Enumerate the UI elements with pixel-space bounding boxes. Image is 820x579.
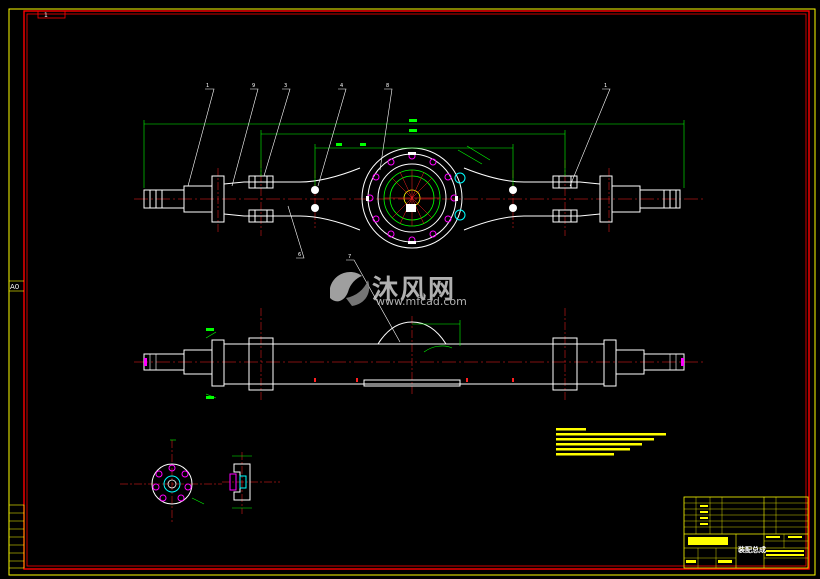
gear-spokes: [384, 170, 440, 226]
plan-dim-marks: [206, 328, 214, 399]
balloon-labels: 1 9 3 4 8 1 6 7: [206, 83, 607, 260]
plan-right-seat: [552, 337, 578, 391]
sheet-number: 1: [44, 12, 48, 19]
left-bolts: [311, 186, 319, 212]
plan-spindle-ticks: [149, 354, 677, 370]
hub-detail-view: [120, 439, 222, 524]
drawing-title: 装配总成: [737, 545, 766, 554]
balloon-5: 8: [386, 83, 389, 89]
title-block: 装配总成: [683, 496, 809, 569]
housing-bolt-marks: [366, 152, 458, 244]
right-beam: [463, 167, 601, 231]
sheet-number-box: 1: [37, 10, 66, 19]
watermark-brand: 沐风网: [372, 275, 456, 305]
right-spring-seat: [552, 175, 578, 223]
pinion-accent: [454, 172, 466, 221]
balloon-1: 1: [206, 83, 209, 89]
right-spindle: [599, 175, 681, 223]
left-strip: A0: [8, 280, 25, 569]
balloon-6: 1: [604, 83, 607, 89]
plan-hump: [377, 321, 447, 345]
sheet-border: [8, 8, 816, 576]
hub-bolt-holes: [152, 464, 192, 502]
front-view-dimensions: [143, 120, 685, 188]
left-beam: [223, 167, 361, 231]
technical-notes: [556, 428, 666, 456]
front-view-axle: [134, 147, 706, 249]
balloon-4: 4: [340, 83, 343, 89]
balloon-3: 3: [284, 83, 287, 89]
right-bolts: [509, 186, 517, 212]
watermark-url: www.mfcad.com: [376, 295, 467, 308]
center-mark: [406, 204, 416, 212]
flange-section-view: [222, 452, 280, 514]
plan-end-marks: [144, 358, 684, 366]
balloon-8: 7: [348, 254, 351, 260]
left-spindle: [143, 175, 225, 223]
plan-main-tube: [223, 343, 605, 385]
plan-dimensions: [205, 320, 461, 399]
dimension-value-ticks: [336, 119, 417, 146]
plan-left-seat: [248, 337, 274, 391]
watermark: 沐风网 www.mfcad.com: [330, 272, 467, 308]
part-leaders: [187, 88, 611, 343]
balloon-7: 6: [298, 252, 301, 258]
watermark-logo-icon: [330, 272, 370, 306]
plan-small-marks: [314, 378, 514, 382]
sheet-size-label: A0: [10, 283, 19, 291]
plan-view-axle: [134, 308, 706, 400]
balloon-2: 9: [252, 83, 255, 89]
title-block-fill-marks: [686, 505, 804, 563]
